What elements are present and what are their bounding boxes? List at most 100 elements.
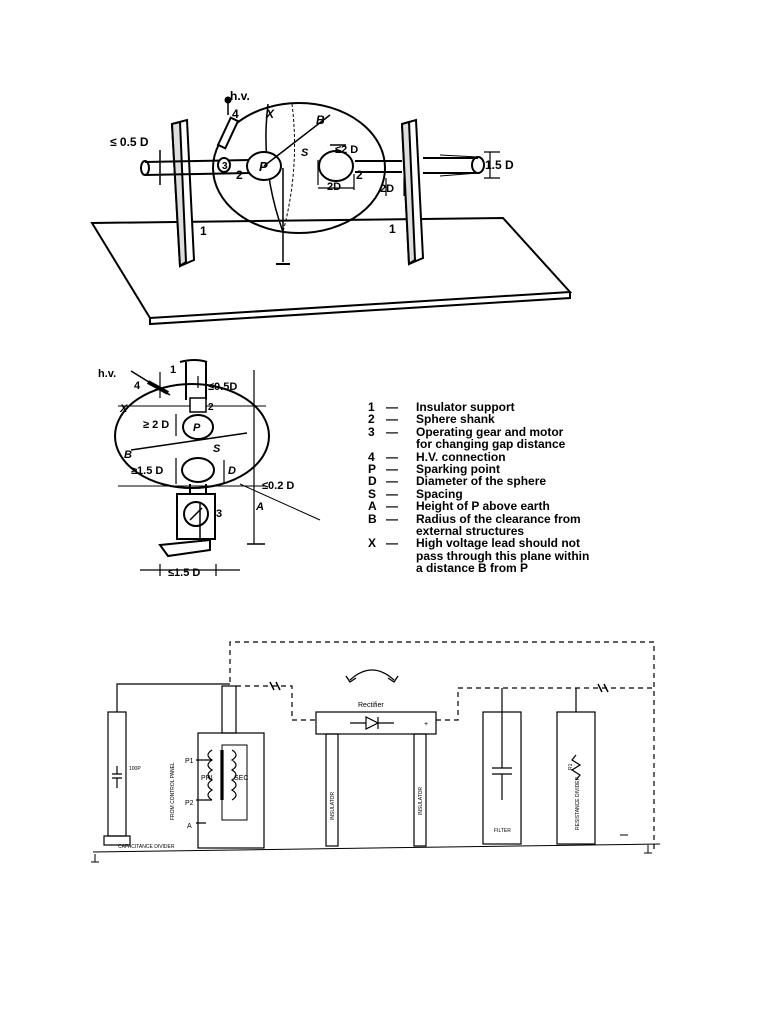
fig3-from-panel-label: FROM CONTROL PANEL [170,762,176,820]
legend-text: Insulator support [416,400,515,414]
fig1-label-p: P [259,159,268,174]
legend-key: A [368,499,377,514]
legend-text: Sparking point [416,462,500,477]
legend-text: for changing gap distance [416,437,566,452]
legend-row: X—High voltage lead should not [368,536,628,551]
legend-dash: — [386,499,398,514]
legend-row: external structures [368,524,628,539]
fig2-label-x: X [119,403,128,415]
legend-key [368,438,386,450]
legend-dash: — [386,400,398,414]
fig1-label-x: X [265,107,275,121]
fig3-divider-label: RESISTANCE DIVIDER [575,776,581,830]
fig3-cap-divider-label: CAPACITANCE DIVIDER [118,844,175,850]
figure-3-labels: Rectifier + P1 P2 PRI SEC A INSULATOR IN… [118,702,581,850]
fig3-plus-label: + [424,721,428,728]
clearance-sphere [212,102,386,234]
legend-dash: — [386,412,398,427]
legend-key [368,550,386,562]
sphere-shank-left [144,159,251,176]
legend-row: 1—Insulator support [368,400,628,414]
legend-row: a distance B from P [368,561,628,576]
fig2-label-d: D [228,465,236,477]
figure-2-labels: h.v. 4 1 ≤0.5D 2 X ≥ 2 D P S B ≥1.5 D D … [98,364,294,579]
fig3-p2-label: P2 [185,800,194,807]
legend-row: D — Diameter of the sphere [368,474,628,489]
fig3-r1-label: R1 [568,763,574,770]
fig3-filter-label: FILTER [494,828,511,834]
legend-key: D [368,474,377,489]
fig1-label-4: 4 [232,107,239,121]
legend-row: 3 — Operating gear and motor [368,424,628,439]
fig1-label-b: B [316,113,325,127]
legend-dash: — [386,462,398,477]
legend-dash [386,550,416,562]
legend-row: P—Sparking point [368,462,628,477]
rectifier-box [315,711,437,735]
fig2-label-ge15d: ≥1.5 D [131,465,163,477]
legend-text: Height of P above earth [416,499,550,514]
legend-text: Operating gear and motor [416,424,564,439]
fig3-sec-label: SEC [234,775,248,782]
legend-row: 4—H.V. connection [368,449,628,464]
fig1-label-half-d: ≤ 0.5 D [110,135,149,149]
fig1-label-le2d: ≤2 D [335,144,358,156]
fig1-label-1a: 1 [200,224,207,238]
fig2-label-a: A [255,501,264,513]
figure-3-hv-dc-circuit [91,641,661,863]
fig1-label-2a: 2 [236,168,243,182]
fig1-label-s: S [301,147,309,159]
sphere-p-vertical [182,414,214,440]
sphere-shank-right [423,157,478,174]
fig2-label-3: 3 [216,508,222,520]
fig2-label-b: B [124,449,132,461]
legend-text: Diameter of the sphere [416,474,547,489]
fig2-hv-label: h.v. [98,368,116,380]
legend-key: 3 [368,424,375,439]
fig2-label-half-d: ≤0.5D [208,381,237,393]
fig3-pri-label: PRI [201,775,213,782]
fig2-label-4: 4 [134,380,141,392]
figure-2-sphere-gap-vertical [114,359,321,576]
fig3-rectifier-label: Rectifier [358,702,384,709]
fig2-label-s: S [213,443,221,455]
fig2-label-base: ≤1.5 D [168,567,200,579]
fig2-label-p: P [193,422,201,434]
clearance-sphere-vertical [114,383,270,489]
legend-text: external structures [416,524,525,539]
legend-key: B [368,511,377,526]
legend-dash: — [386,449,398,464]
legend-dash: — [386,424,398,439]
legend-row: A — Height of P above earth [368,499,628,514]
legend-text: High voltage lead should not [416,536,581,551]
legend-row: S — Spacing [368,486,628,501]
legend-dash: — [386,474,398,489]
insulator-right [413,733,427,847]
legend-dash: — [386,536,398,551]
sphere-lower-vertical [181,457,215,483]
legend-text: Spacing [416,486,463,501]
legend-text: Sphere shank [416,412,495,427]
legend-dash: — [386,486,398,501]
legend-text: H.V. connection [416,449,506,464]
fig3-insulator-right-label: INSULATOR [418,786,424,815]
fig1-label-2d-a: 2D [327,181,341,193]
figure-1-sphere-gap-horizontal [90,96,573,326]
legend-key: S [368,486,377,501]
legend-key: 2 [368,412,375,427]
legend-row: B—Radius of the clearance from [368,511,628,526]
legend-row: 2 — Sphere shank [368,412,628,427]
stand-foot [158,538,211,558]
figure-1-labels: h.v. 4 X B ≤ 0.5 D 3 2 P S ≤2 D 2 2D 2D … [110,89,514,238]
fig2-label-point2d: ≤0.2 D [262,480,294,492]
insulator-left [325,733,339,847]
fig3-p1-label: P1 [185,758,194,765]
fig1-label-3: 3 [222,161,228,172]
fig2-label-ge2d: ≥ 2 D [143,419,169,431]
fig1-label-1b: 1 [389,222,396,236]
legend-key [368,562,386,574]
transformer-housing [197,732,265,849]
legend-text: a distance B from P [416,561,529,576]
